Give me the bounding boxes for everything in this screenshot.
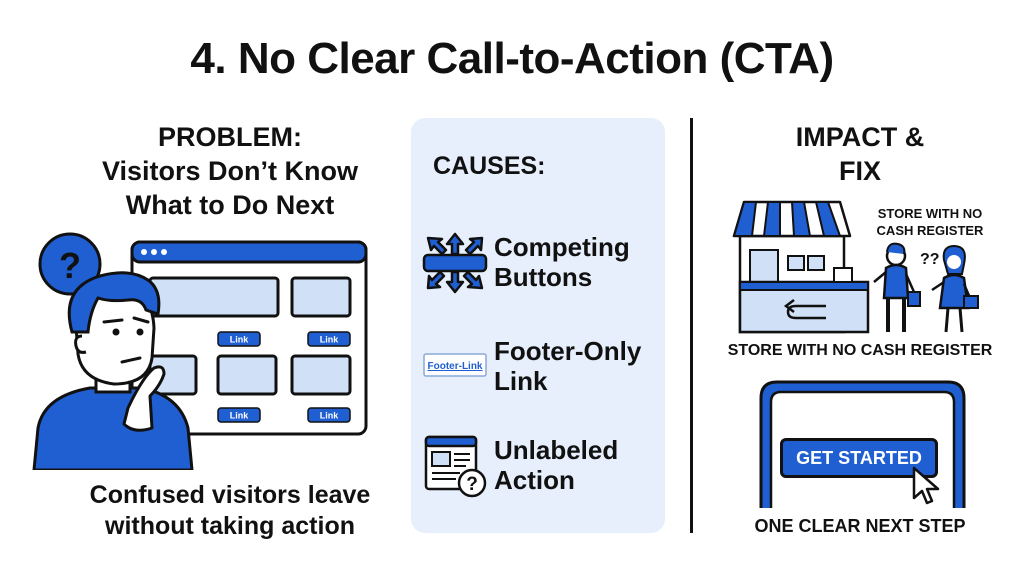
cause-label-line: Action bbox=[494, 465, 575, 495]
confused-visitor-illustration: Link Link Link Link ? bbox=[32, 232, 368, 470]
shopper-woman-icon bbox=[931, 244, 979, 333]
problem-heading-line: Visitors Don’t Know bbox=[101, 156, 358, 186]
store-note-line: STORE WITH NO bbox=[877, 206, 983, 221]
store-caption: STORE WITH NO CASH REGISTER bbox=[727, 342, 993, 359]
question-marks: ?? bbox=[920, 251, 940, 268]
footer-link-text: Footer-Link bbox=[428, 361, 483, 372]
link-label: Link bbox=[230, 411, 249, 421]
cursor-icon bbox=[912, 466, 940, 505]
impact-heading-line: IMPACT & bbox=[795, 122, 925, 152]
cause-label-line: Footer-Only bbox=[494, 336, 642, 366]
cause-item-competing-buttons: Competing Buttons bbox=[422, 230, 662, 300]
cause-label-line: Unlabeled bbox=[494, 435, 619, 465]
problem-caption-line: Confused visitors leave bbox=[89, 481, 371, 509]
get-started-button[interactable]: GET STARTED bbox=[780, 438, 938, 478]
storefront-icon bbox=[732, 200, 870, 334]
cause-label-line: Competing bbox=[494, 232, 630, 262]
store-note-line: CASH REGISTER bbox=[876, 223, 984, 238]
question-bubble-icon: ? bbox=[38, 232, 102, 306]
problem-heading: PROBLEM: Visitors Don’t Know What to Do … bbox=[30, 120, 430, 222]
impact-heading-line: FIX bbox=[838, 156, 881, 186]
cause-label-line: Link bbox=[494, 366, 548, 396]
question-mark: ? bbox=[59, 245, 81, 286]
fix-caption: ONE CLEAR NEXT STEP bbox=[754, 516, 966, 536]
store-note: STORE WITH NO CASH REGISTER bbox=[855, 205, 1005, 239]
confused-person-icon bbox=[32, 271, 194, 470]
problem-heading-line: What to Do Next bbox=[125, 190, 335, 220]
shopper-man-icon bbox=[873, 242, 921, 332]
link-label: Link bbox=[230, 335, 249, 345]
column-divider bbox=[690, 118, 693, 533]
competing-arrows-icon bbox=[422, 232, 488, 294]
problem-caption: Confused visitors leave without taking a… bbox=[30, 480, 430, 542]
causes-heading: CAUSES: bbox=[433, 152, 546, 180]
store-illustration: ?? bbox=[732, 200, 979, 334]
problem-caption-line: without taking action bbox=[105, 512, 355, 540]
link-label: Link bbox=[320, 335, 339, 345]
footer-link-icon: Footer-Link bbox=[423, 353, 487, 377]
cause-label: Footer-Only Link bbox=[494, 336, 641, 396]
cause-item-footer-only-link: Footer-Link Footer-Only Link bbox=[422, 334, 662, 404]
cause-label: Competing Buttons bbox=[494, 232, 630, 292]
problem-heading-line: PROBLEM: bbox=[158, 122, 302, 152]
cause-label: Unlabeled Action bbox=[494, 435, 618, 495]
page-title: 4. No Clear Call-to-Action (CTA) bbox=[190, 34, 834, 83]
browser-window-icon: Link Link Link Link bbox=[130, 240, 368, 436]
question-mark: ? bbox=[466, 474, 478, 495]
unlabeled-window-icon: ? bbox=[424, 435, 487, 498]
cause-item-unlabeled-action: ? Unlabeled Action bbox=[422, 433, 662, 503]
link-label: Link bbox=[320, 411, 339, 421]
impact-heading: IMPACT & FIX bbox=[700, 120, 1020, 188]
cause-label-line: Buttons bbox=[494, 262, 593, 292]
